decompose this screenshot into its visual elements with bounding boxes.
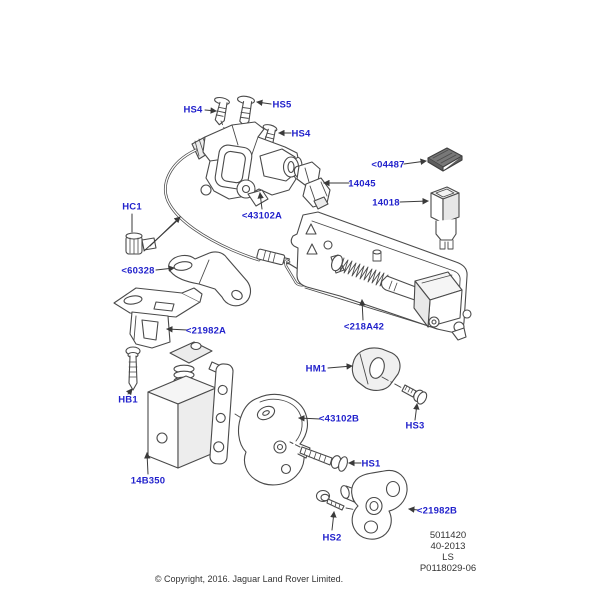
wedge-hm1-drawing [351, 347, 405, 391]
striker-21982a-drawing [113, 287, 203, 349]
callout-hb1[interactable]: HB1 [118, 394, 138, 406]
callout-hs3[interactable]: HS3 [405, 420, 425, 432]
actuator-14b350-drawing [147, 341, 260, 469]
switch-14018-drawing [430, 186, 460, 250]
callout-21982a[interactable]: <21982A [185, 325, 227, 337]
callout-hm1[interactable]: HM1 [305, 363, 327, 375]
bolt-hb1-drawing [125, 346, 141, 391]
callout-hs1[interactable]: HS1 [361, 458, 381, 470]
callout-218a42[interactable]: <218A42 [343, 321, 385, 333]
callout-14018[interactable]: 14018 [372, 197, 400, 209]
callout-hs2[interactable]: HS2 [322, 532, 342, 544]
cable-clip-hc1-drawing [125, 216, 181, 255]
ref-plate: P0118029-06 [419, 563, 477, 574]
lock-housing-43102b-drawing [237, 393, 311, 486]
callout-hs4-top[interactable]: HS4 [183, 104, 203, 116]
drawing-reference-block: 5011420 40-2013 LS P0118029-06 [420, 530, 476, 574]
lock-cylinder-assembly-drawing [191, 121, 303, 207]
callout-43102b[interactable]: <43102B [318, 413, 360, 425]
callout-43102a[interactable]: <43102A [241, 210, 283, 222]
callout-hc1[interactable]: HC1 [122, 201, 142, 213]
ref-date: 40-2013 [430, 541, 466, 552]
leader-lines [126, 99, 429, 531]
callout-04487[interactable]: <04487 [371, 159, 405, 171]
ref-number: 5011420 [429, 530, 467, 541]
callout-21982b[interactable]: <21982B [416, 505, 458, 517]
copyright-notice: © Copyright, 2016. Jaguar Land Rover Lim… [154, 574, 344, 584]
bracket-60328-drawing [168, 251, 252, 307]
callout-60328[interactable]: <60328 [121, 265, 155, 277]
transceiver-14045-drawing [293, 161, 331, 210]
bolt-hs3-drawing [401, 384, 428, 405]
screw-hs2-drawing [315, 489, 368, 513]
push-pin-hs5-drawing [237, 95, 255, 150]
callout-14045[interactable]: 14045 [348, 178, 376, 190]
release-cable-drawing [164, 148, 325, 287]
striker-21982b-drawing [340, 469, 408, 540]
bolt-hs1-drawing [289, 441, 349, 472]
latch-panel-218a42-drawing [290, 211, 472, 341]
callout-14b350[interactable]: 14B350 [130, 475, 166, 487]
callout-hs4-right[interactable]: HS4 [291, 128, 311, 140]
callout-hs5[interactable]: HS5 [272, 99, 292, 111]
ref-model: LS [442, 552, 454, 563]
pad-04487-drawing [427, 147, 463, 172]
